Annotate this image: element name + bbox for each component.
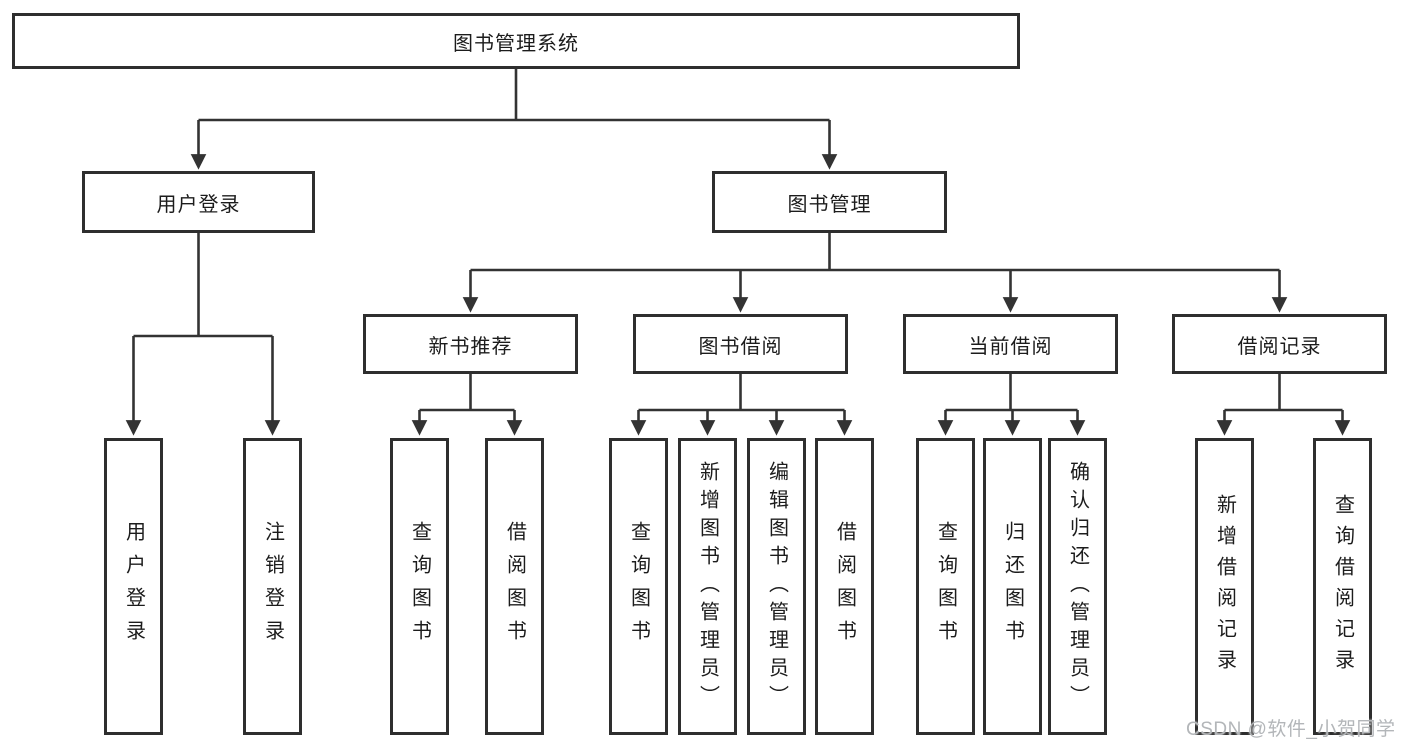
node-leaf-add-book-admin: 新增图书（管理员）: [678, 438, 737, 735]
node-new-book-recommend: 新书推荐: [363, 314, 578, 374]
node-borrowing-records: 借阅记录: [1172, 314, 1387, 374]
node-leaf-confirm-return-admin: 确认归还（管理员）: [1048, 438, 1107, 735]
node-leaf-add-borrow-record: 新增借阅记录: [1195, 438, 1254, 735]
node-leaf-borrow-books-borrowing: 借阅图书: [815, 438, 874, 735]
node-user-login: 用户登录: [82, 171, 315, 233]
watermark: CSDN @软件_小贺同学: [1186, 719, 1396, 740]
node-leaf-logout: 注销登录: [243, 438, 302, 735]
node-leaf-query-books-borrowing: 查询图书: [609, 438, 668, 735]
node-root: 图书管理系统: [12, 13, 1020, 69]
node-leaf-edit-book-admin: 编辑图书（管理员）: [747, 438, 806, 735]
node-leaf-borrow-books-recommend: 借阅图书: [485, 438, 544, 735]
node-leaf-query-books-recommend: 查询图书: [390, 438, 449, 735]
node-leaf-user-login: 用户登录: [104, 438, 163, 735]
node-book-borrowing: 图书借阅: [633, 314, 848, 374]
node-book-management: 图书管理: [712, 171, 947, 233]
node-leaf-query-borrow-record: 查询借阅记录: [1313, 438, 1372, 735]
node-leaf-query-books-current: 查询图书: [916, 438, 975, 735]
node-leaf-return-books: 归还图书: [983, 438, 1042, 735]
node-current-borrowing: 当前借阅: [903, 314, 1118, 374]
